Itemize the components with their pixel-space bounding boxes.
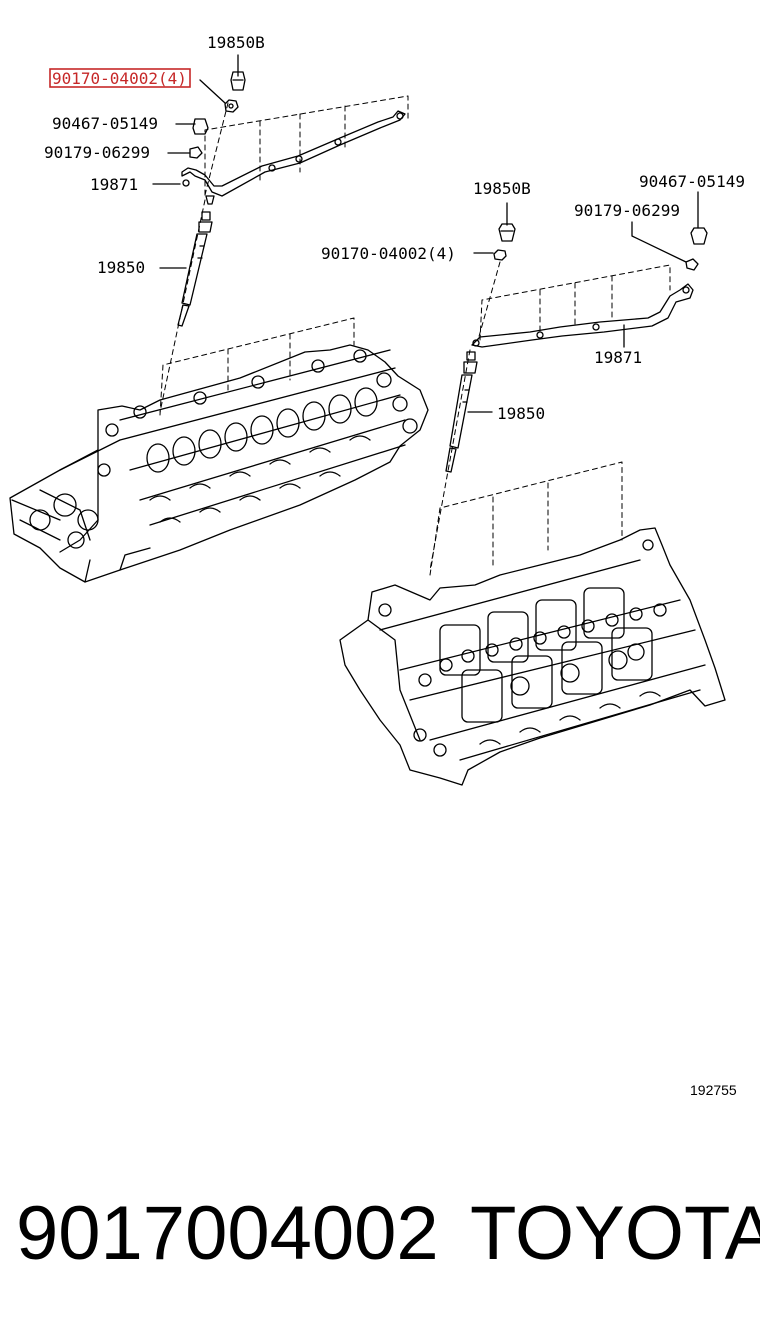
right-washer-icon — [631, 221, 699, 271]
label-left-harness[interactable]: 19871 — [90, 175, 138, 194]
left-bolt-b-icon — [230, 54, 246, 91]
figure-code: 192755 — [690, 1082, 737, 1098]
brand-caption: TOYOTA — [470, 1191, 760, 1276]
left-washer-icon — [167, 146, 203, 159]
right-bolt-a-icon — [690, 191, 708, 245]
label-left-glow-plug[interactable]: 19850 — [97, 258, 145, 277]
left-nut-icon — [199, 79, 239, 113]
label-right-nut[interactable]: 90170-04002(4) — [321, 244, 456, 263]
label-right-washer[interactable]: 90179-06299 — [574, 201, 680, 220]
part-number-caption: 9017004002 — [16, 1191, 439, 1276]
left-harness-plane — [204, 95, 409, 196]
left-cylinder-head-icon — [9, 344, 429, 583]
left-bolt-a-icon — [175, 118, 209, 135]
right-bolt-b-icon — [498, 202, 516, 242]
label-right-glow-plug[interactable]: 19850 — [497, 404, 545, 423]
label-left-washer[interactable]: 90179-06299 — [44, 143, 150, 162]
label-left-bolt-b[interactable]: 19850B — [207, 33, 265, 52]
highlight-box — [49, 68, 191, 88]
parts-diagram: 19850B 90170-04002(4) 90467-05149 90179-… — [9, 33, 745, 1098]
label-right-bolt-a[interactable]: 90467-05149 — [639, 172, 745, 191]
left-glow-plug-icon — [159, 211, 213, 327]
left-harness-icon — [152, 110, 406, 205]
label-left-nut-highlighted[interactable]: 90170-04002(4) — [52, 69, 187, 88]
right-head-plane — [429, 349, 623, 576]
label-right-bolt-b[interactable]: 19850B — [473, 179, 531, 198]
right-harness-icon — [471, 283, 694, 348]
right-glow-plug-icon — [445, 351, 493, 473]
right-nut-icon — [473, 249, 507, 261]
right-harness-plane — [477, 261, 671, 341]
right-cylinder-head-icon — [339, 527, 726, 786]
label-right-harness[interactable]: 19871 — [594, 348, 642, 367]
label-left-bolt-a[interactable]: 90467-05149 — [52, 114, 158, 133]
